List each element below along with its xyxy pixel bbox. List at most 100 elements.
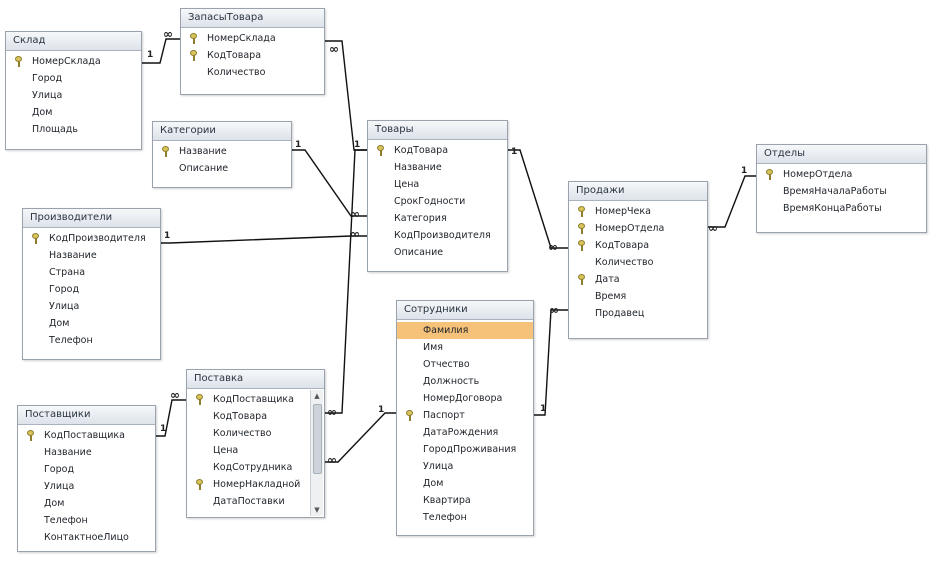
relationship-line[interactable] <box>323 412 396 463</box>
table-title[interactable]: Категории <box>153 122 291 141</box>
table-field[interactable]: Категория <box>368 210 507 227</box>
table-title[interactable]: Поставщики <box>18 406 155 425</box>
table-field[interactable]: Должность <box>397 373 533 390</box>
table-field[interactable]: Количество <box>187 425 310 442</box>
table-field[interactable]: НомерСклада <box>181 30 324 47</box>
relationship-line[interactable] <box>532 309 568 416</box>
table-field[interactable]: Дата <box>569 271 707 288</box>
table-title[interactable]: ЗапасыТовара <box>181 9 324 28</box>
scroll-thumb[interactable] <box>313 404 322 474</box>
relationship-line[interactable] <box>706 175 756 228</box>
table-field[interactable]: КодПоставщика <box>187 391 310 408</box>
relationship-line[interactable] <box>140 38 180 64</box>
table-field[interactable]: Название <box>18 444 155 461</box>
table-field[interactable]: Дом <box>23 315 160 332</box>
table-title[interactable]: Продажи <box>569 182 707 201</box>
table-field[interactable]: Телефон <box>23 332 160 349</box>
table-field[interactable]: Описание <box>153 160 291 177</box>
table-title[interactable]: Производители <box>23 209 160 228</box>
table-field[interactable]: КодПроизводителя <box>23 230 160 247</box>
table-title[interactable]: Поставка <box>187 370 324 389</box>
table-field[interactable]: Время <box>569 288 707 305</box>
field-name: Дом <box>423 478 444 489</box>
table-field[interactable]: Количество <box>569 254 707 271</box>
table-title[interactable]: Склад <box>6 32 141 51</box>
table-field[interactable]: Название <box>153 143 291 160</box>
table-field[interactable]: Площадь <box>6 121 141 138</box>
table-field[interactable]: КодТовара <box>187 408 310 425</box>
table-field[interactable]: НомерОтдела <box>569 220 707 237</box>
table-field[interactable]: КодТовара <box>368 142 507 159</box>
table-field[interactable]: Дом <box>397 475 533 492</box>
table-field[interactable]: ВремяКонцаРаботы <box>757 200 926 217</box>
table-field[interactable]: Телефон <box>397 509 533 526</box>
table-field[interactable]: НомерОтдела <box>757 166 926 183</box>
table-field[interactable]: ДатаРождения <box>397 424 533 441</box>
table-field[interactable]: Улица <box>397 458 533 475</box>
field-name: Город <box>44 464 75 475</box>
relationship-line[interactable] <box>506 149 568 249</box>
table-field[interactable]: Продавец <box>569 305 707 322</box>
table-field[interactable]: Улица <box>6 87 141 104</box>
table-field[interactable]: НомерЧека <box>569 203 707 220</box>
table-field[interactable]: НомерСклада <box>6 53 141 70</box>
table-field[interactable]: Город <box>18 461 155 478</box>
table-field[interactable]: НомерНакладной <box>187 476 310 493</box>
cardinality-many: ∞ <box>327 453 337 467</box>
table-field[interactable]: НомерДоговора <box>397 390 533 407</box>
table-title[interactable]: Отделы <box>757 145 926 164</box>
table-field[interactable]: Улица <box>23 298 160 315</box>
relationship-line[interactable] <box>154 399 186 437</box>
cardinality-many: ∞ <box>548 240 558 254</box>
table-field[interactable]: Цена <box>368 176 507 193</box>
table-field[interactable]: ДатаПоставки <box>187 493 310 510</box>
table-field[interactable]: Паспорт <box>397 407 533 424</box>
table-field[interactable]: КодТовара <box>569 237 707 254</box>
relationship-line[interactable] <box>323 149 367 414</box>
table-field[interactable]: Страна <box>23 264 160 281</box>
table-field[interactable]: Описание <box>368 244 507 261</box>
table-field[interactable]: Отчество <box>397 356 533 373</box>
table-field[interactable]: Улица <box>18 478 155 495</box>
table-field[interactable]: Название <box>23 247 160 264</box>
table-field[interactable]: Имя <box>397 339 533 356</box>
table-title[interactable]: Сотрудники <box>397 301 533 320</box>
relationship-line[interactable] <box>323 40 367 151</box>
field-name: НомерНакладной <box>213 479 301 490</box>
table-field[interactable]: Дом <box>18 495 155 512</box>
table-field[interactable]: КодПоставщика <box>18 427 155 444</box>
table-field[interactable]: КодСотрудника <box>187 459 310 476</box>
table-field[interactable]: Квартира <box>397 492 533 509</box>
table-field[interactable]: Количество <box>181 64 324 81</box>
table-field[interactable]: Город <box>23 281 160 298</box>
table-field[interactable]: КодТовара <box>181 47 324 64</box>
scroll-up-arrow-icon[interactable]: ▲ <box>314 392 320 400</box>
table-field[interactable]: СрокГодности <box>368 193 507 210</box>
table-title[interactable]: Товары <box>368 121 507 140</box>
table-field[interactable]: Фамилия <box>397 322 533 339</box>
table-field[interactable]: КодПроизводителя <box>368 227 507 244</box>
scroll-down-arrow-icon[interactable]: ▼ <box>314 506 320 514</box>
relationship-line[interactable] <box>159 235 367 244</box>
table-field[interactable]: Город <box>6 70 141 87</box>
field-name: Телефон <box>44 515 88 526</box>
table-field[interactable]: Телефон <box>18 512 155 529</box>
table-field[interactable]: ГородПроживания <box>397 441 533 458</box>
table-field[interactable]: Дом <box>6 104 141 121</box>
table-field[interactable]: КонтактноеЛицо <box>18 529 155 546</box>
table-field[interactable]: Цена <box>187 442 310 459</box>
table-field[interactable]: Название <box>368 159 507 176</box>
relationship-line[interactable] <box>290 149 367 217</box>
vertical-scrollbar[interactable]: ▲ ▼ <box>310 390 323 516</box>
table-field[interactable]: ВремяНачалаРаботы <box>757 183 926 200</box>
